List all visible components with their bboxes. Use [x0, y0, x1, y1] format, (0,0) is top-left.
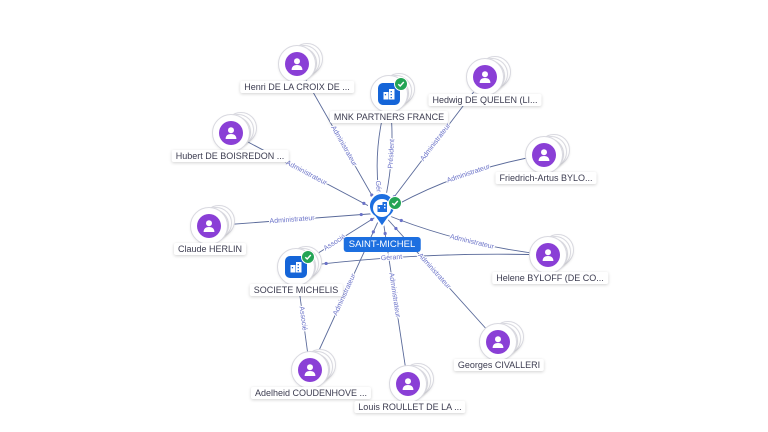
edge-arrow — [383, 231, 387, 236]
building-icon — [285, 256, 307, 278]
edge-arrow — [394, 226, 398, 231]
node-label: Helene BYLOFF (DE CO... — [492, 272, 608, 284]
edge-label: Gérant — [381, 254, 403, 262]
edge-arrow — [324, 261, 328, 266]
edge-label: Administrateur — [329, 125, 358, 168]
edge-arrow — [359, 212, 363, 217]
edge-label: Administrateur — [449, 234, 495, 251]
node-ring — [291, 351, 329, 389]
person-icon — [396, 372, 420, 396]
node-label: Adelheid COUDENHOVE ... — [250, 387, 372, 399]
building-icon — [378, 83, 400, 105]
person-icon — [473, 65, 497, 89]
node-label: Hedwig DE QUELEN (LI... — [428, 94, 542, 106]
person-icon — [197, 214, 221, 238]
node-label: Henri DE LA CROIX DE ... — [240, 81, 354, 93]
person-icon — [532, 143, 556, 167]
check-icon — [301, 250, 315, 264]
center-node-label: SAINT-MICHEL — [343, 237, 421, 252]
edge-label: Administrateur — [416, 252, 452, 291]
edge-label: Administrateur — [269, 215, 315, 225]
edge-friedrich-center — [381, 154, 545, 214]
node-label: Claude HERLIN — [173, 243, 247, 255]
edge-label: Gér — [374, 180, 382, 193]
edge-label: Administrateur — [387, 272, 401, 318]
node-label: MNK PARTNERS FRANCE — [329, 111, 449, 123]
edge-label: Président — [387, 139, 396, 169]
person-icon — [298, 358, 322, 382]
edge-label: Administrateur — [285, 160, 329, 188]
node-label: SOCIETE MICHELIS — [249, 284, 343, 296]
edge-arrow — [362, 201, 366, 205]
edge-arrow — [399, 218, 403, 223]
person-icon — [486, 330, 510, 354]
check-icon — [394, 77, 408, 91]
check-icon — [388, 196, 402, 210]
edge-label: Associé — [298, 306, 308, 331]
edge-arrow — [371, 230, 375, 234]
node-label: Louis ROULLET DE LA ... — [354, 401, 466, 413]
node-label: Hubert DE BOISREDON ... — [171, 150, 289, 162]
person-icon — [285, 52, 309, 76]
edge-arrow — [370, 217, 374, 222]
edge-label: Administrateur — [419, 122, 452, 163]
node-label: Georges CIVALLERI — [453, 359, 545, 371]
person-icon — [219, 121, 243, 145]
person-icon — [536, 243, 560, 267]
edge-label: Administrateur — [446, 163, 492, 184]
node-label: Friedrich-Artus BYLO... — [495, 172, 597, 184]
edges-layer — [208, 63, 549, 385]
